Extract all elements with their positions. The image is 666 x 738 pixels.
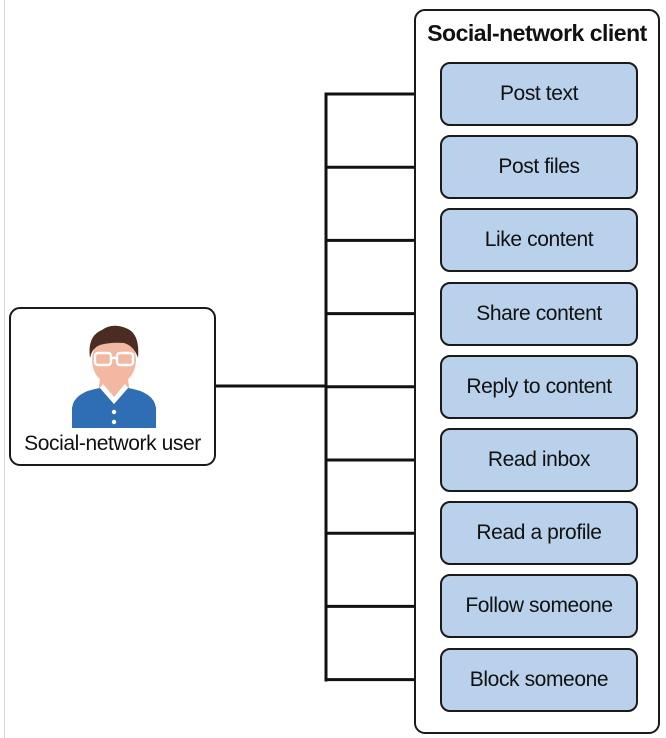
user-with-glasses-icon — [72, 325, 156, 428]
feature-box: Read inbox — [440, 428, 638, 492]
feature-box: Post files — [440, 135, 638, 200]
page-left-edge — [4, 0, 5, 738]
feature-box: Share content — [440, 281, 638, 346]
feature-box: Read a profile — [440, 501, 638, 566]
feature-box: Block someone — [440, 647, 638, 712]
feature-box: Like content — [440, 208, 638, 273]
client-title: Social-network client — [427, 20, 647, 46]
feature-box: Post text — [440, 62, 638, 126]
feature-box: Follow someone — [440, 574, 638, 639]
user-label: Social-network user — [24, 432, 201, 455]
feature-box: Reply to content — [440, 354, 638, 419]
user-actor-box: Social-network user — [9, 307, 216, 466]
